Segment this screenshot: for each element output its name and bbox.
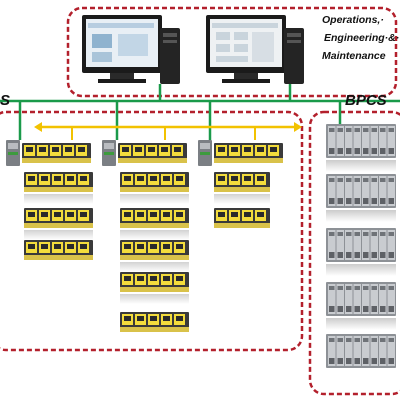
io-module-icon bbox=[24, 172, 93, 192]
io-module-icon bbox=[214, 172, 270, 192]
ops-zone-border bbox=[66, 6, 398, 98]
io-module-icon bbox=[22, 143, 91, 163]
ops-label-line3: Maintenance bbox=[322, 50, 386, 62]
ops-label-line1: Operations,· bbox=[322, 14, 384, 26]
safe-bus-arrow bbox=[34, 122, 302, 140]
io-module-icon bbox=[120, 208, 189, 228]
workstation-2 bbox=[206, 15, 304, 84]
bpcs-rack-icon bbox=[326, 334, 396, 368]
io-module-icon bbox=[24, 240, 93, 260]
bpcs-rack-icon bbox=[326, 174, 396, 208]
bpcs-rack-icon bbox=[326, 282, 396, 316]
io-module-icon bbox=[118, 143, 187, 163]
workstation-1 bbox=[82, 15, 180, 84]
io-module-icon bbox=[120, 312, 189, 332]
controller-rack-icon bbox=[6, 140, 20, 166]
bpcs-label: BPCS bbox=[345, 92, 387, 109]
bpcs-rack-icon bbox=[326, 124, 396, 158]
io-module-icon bbox=[120, 240, 189, 260]
io-module-icon bbox=[214, 143, 283, 163]
ops-label-line2: Engineering·&· bbox=[324, 32, 400, 44]
sis-zone-border bbox=[0, 110, 304, 352]
bpcs-rack-icon bbox=[326, 228, 396, 262]
io-module-icon bbox=[214, 208, 270, 228]
controller-rack-icon bbox=[198, 140, 212, 166]
network-bus bbox=[0, 84, 400, 140]
sis-label: S bbox=[0, 92, 11, 109]
io-module-icon bbox=[24, 208, 93, 228]
io-module-icon bbox=[120, 272, 189, 292]
bpcs-zone-border bbox=[308, 110, 400, 396]
controller-rack-icon bbox=[102, 140, 116, 166]
io-module-icon bbox=[120, 172, 189, 192]
